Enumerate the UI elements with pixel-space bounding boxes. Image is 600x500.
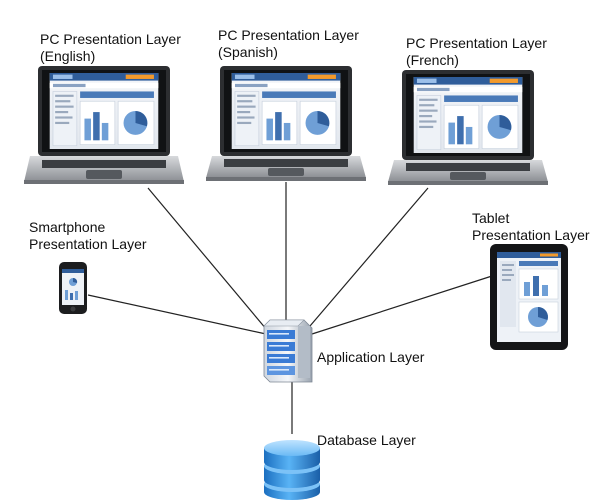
tablet-title: Tablet	[472, 210, 510, 226]
application-layer-label: Application Layer	[317, 349, 425, 365]
pc-spanish-language: (Spanish)	[218, 44, 278, 60]
laptop-icon	[24, 66, 184, 184]
laptop-icon	[206, 66, 366, 181]
connector-tablet-application	[311, 275, 493, 335]
database-layer-label: Database Layer	[317, 432, 416, 448]
pc-english-title: PC Presentation Layer	[40, 31, 181, 47]
pc-french-language: (French)	[406, 52, 459, 68]
smartphone-title: Smartphone	[29, 219, 106, 235]
server-icon	[263, 319, 313, 383]
tablet-label: Tablet Presentation Layer	[472, 210, 590, 244]
tablet-subtitle: Presentation Layer	[472, 227, 590, 243]
smartphone-label: Smartphone Presentation Layer	[29, 219, 147, 253]
pc-spanish-label: PC Presentation Layer (Spanish)	[218, 27, 359, 61]
smartphone-subtitle: Presentation Layer	[29, 236, 147, 252]
connector-english-application	[147, 187, 273, 337]
smartphone-icon	[59, 262, 87, 314]
pc-french-label: PC Presentation Layer (French)	[406, 35, 547, 69]
connector-smartphone-application	[87, 294, 267, 335]
pc-spanish-title: PC Presentation Layer	[218, 27, 359, 43]
tablet-icon	[490, 244, 568, 350]
connector-french-application	[309, 187, 429, 327]
pc-english-label: PC Presentation Layer (English)	[40, 31, 181, 65]
database-icon	[264, 440, 320, 500]
pc-french-title: PC Presentation Layer	[406, 35, 547, 51]
connectors	[87, 182, 493, 434]
pc-english-language: (English)	[40, 48, 96, 64]
laptop-icon	[388, 70, 548, 185]
